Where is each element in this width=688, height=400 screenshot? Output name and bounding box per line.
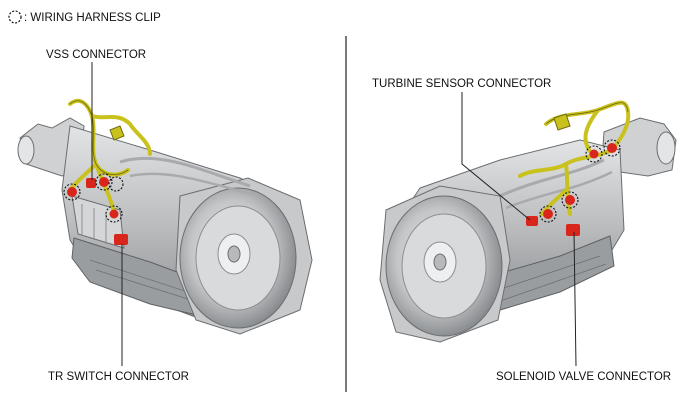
vss-connector-label: VSS CONNECTOR xyxy=(46,49,146,61)
harness-clip-icon xyxy=(539,205,557,223)
tr-switch-connector-label: TR SWITCH CONNECTOR xyxy=(48,371,189,383)
harness-clip-icon xyxy=(561,191,579,209)
turbine-sensor-leader xyxy=(461,92,531,221)
turbine-sensor-connector-label: TURBINE SENSOR CONNECTOR xyxy=(372,78,551,90)
harness-clip-icon xyxy=(603,139,621,157)
harness-clip-icon xyxy=(63,183,81,201)
right-transmission xyxy=(379,100,677,343)
left-transmission xyxy=(17,98,313,335)
legend: : WIRING HARNESS CLIP xyxy=(8,10,161,24)
harness-clip-icon xyxy=(108,176,124,192)
solenoid-valve-connector-label: SOLENOID VALVE CONNECTOR xyxy=(496,371,671,383)
vss-connector xyxy=(86,178,96,188)
turbine-sensor-connector xyxy=(526,216,538,226)
solenoid-valve-leader xyxy=(573,231,577,367)
legend-text: : WIRING HARNESS CLIP xyxy=(24,12,161,24)
harness-clip-icon xyxy=(585,145,603,163)
harness-clip-icon xyxy=(95,173,113,191)
solenoid-valve-connector xyxy=(566,224,580,236)
harness-clip-icon xyxy=(105,205,123,223)
dashed-circle-icon xyxy=(8,10,22,24)
tr-switch-connector xyxy=(114,234,128,245)
